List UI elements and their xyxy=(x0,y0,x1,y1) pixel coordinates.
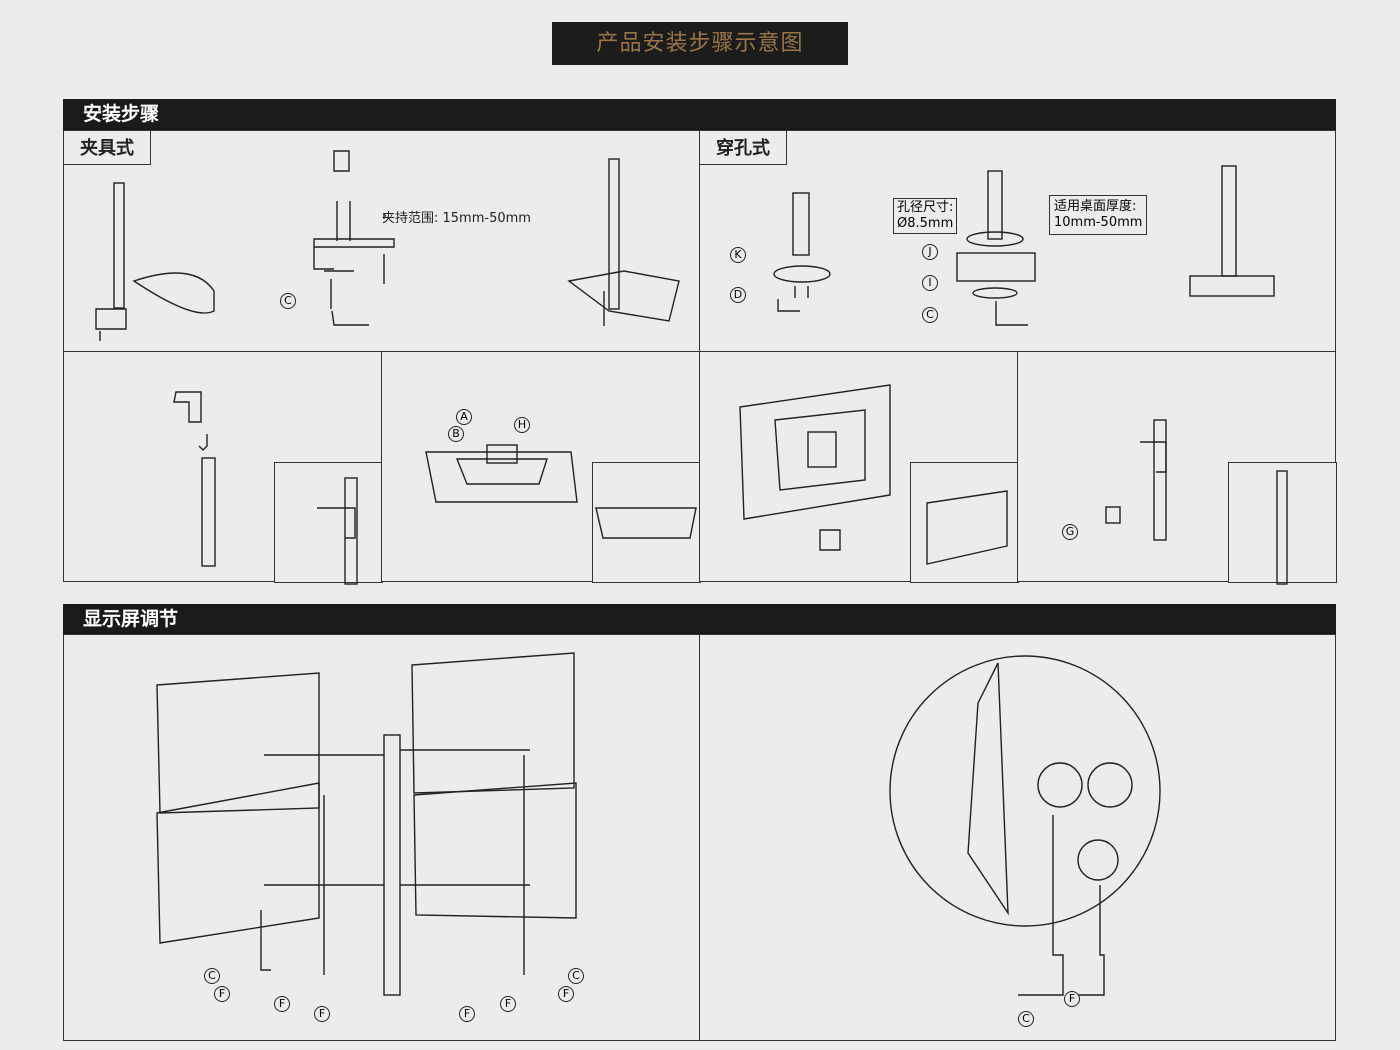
callout-g: G xyxy=(1062,524,1078,540)
page-title: 产品安装步骤示意图 xyxy=(552,22,848,65)
vesa-plate-illustration xyxy=(425,444,578,503)
callout-c: C xyxy=(568,968,584,984)
tilt-detail-panel: C F xyxy=(699,634,1336,1041)
clamp-range-label: 夹持范围: 15mm-50mm xyxy=(382,211,531,226)
callout-c: C xyxy=(1018,1011,1034,1027)
callout-f: F xyxy=(1064,991,1080,1007)
clamp-install-panel: 夹具式 夹持范围: 15mm-50mm C xyxy=(63,130,700,352)
clamp-illustration xyxy=(95,150,680,341)
desk-thickness-value: 10mm-50mm xyxy=(1054,215,1143,230)
callout-f: F xyxy=(314,1006,330,1022)
callout-f: F xyxy=(459,1006,475,1022)
quad-monitor-panel: C F F F F F C F xyxy=(63,634,700,1041)
clip-inset xyxy=(1228,462,1337,585)
callout-h: H xyxy=(514,417,530,433)
grommet-tag: 穿孔式 xyxy=(699,130,787,165)
tilt-detail-illustration xyxy=(889,655,1161,996)
clip-illustration xyxy=(1105,419,1167,541)
desk-thickness-label: 适用桌面厚度: xyxy=(1054,199,1137,214)
callout-c: C xyxy=(204,968,220,984)
section-header-adjust: 显示屏调节 xyxy=(63,604,1336,635)
monitor-mount-illustration xyxy=(739,384,891,551)
clamp-tag: 夹具式 xyxy=(63,130,151,165)
callout-b: B xyxy=(448,426,464,442)
grommet-illustration xyxy=(773,165,1275,326)
step-vesa-plate-panel: A B H xyxy=(381,351,701,583)
hole-size-label: 孔径尺寸: xyxy=(897,200,954,215)
monitor-mount-inset xyxy=(910,462,1019,583)
hole-size-box: 孔径尺寸:Ø8.5mm xyxy=(893,198,958,234)
step-clip-panel: G xyxy=(1017,351,1337,585)
callout-f: F xyxy=(274,996,290,1012)
quad-monitor-illustration xyxy=(156,652,577,996)
callout-c: C xyxy=(280,293,296,309)
callout-f: F xyxy=(558,986,574,1002)
callout-f: F xyxy=(500,996,516,1012)
grommet-install-panel: 穿孔式 K D J I C 孔径尺寸:Ø8.5mm 适用桌面厚度:10mm-50… xyxy=(699,130,1336,352)
arm-attach-inset xyxy=(274,462,383,585)
callout-d: D xyxy=(730,287,746,303)
callout-j: J xyxy=(922,244,938,260)
callout-a: A xyxy=(456,409,472,425)
callout-i: I xyxy=(922,275,938,291)
callout-k: K xyxy=(730,247,746,263)
callout-c: C xyxy=(922,307,938,323)
callout-f: F xyxy=(214,986,230,1002)
arm-attach-illustration xyxy=(173,391,216,567)
step-arm-attach-panel xyxy=(63,351,383,585)
hole-size-value: Ø8.5mm xyxy=(897,216,954,231)
section-header-install: 安装步骤 xyxy=(63,99,1336,130)
step-monitor-mount-panel xyxy=(699,351,1019,583)
vesa-plate-inset xyxy=(592,462,701,583)
desk-thickness-box: 适用桌面厚度:10mm-50mm xyxy=(1049,195,1148,235)
